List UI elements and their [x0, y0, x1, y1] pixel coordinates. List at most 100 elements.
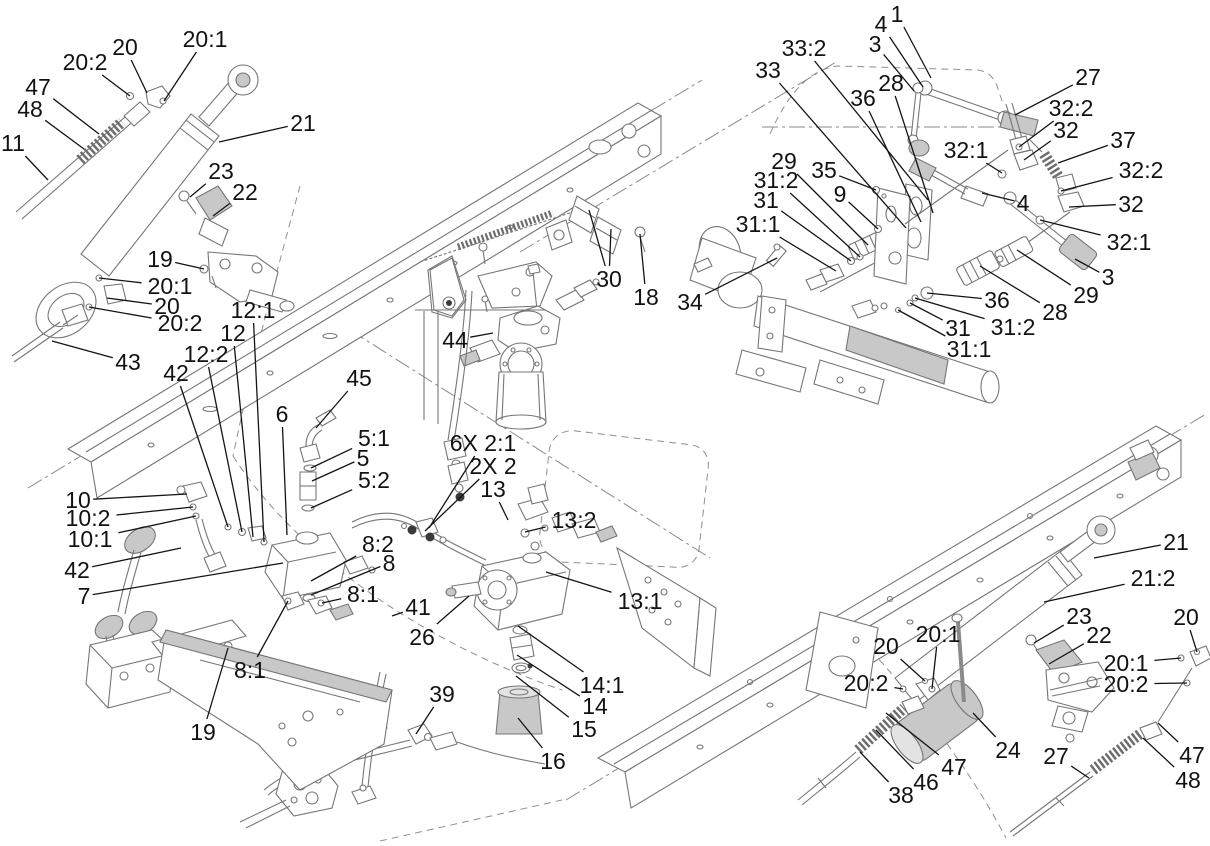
- callout-leader: [517, 625, 584, 673]
- callout-leader: [424, 478, 480, 532]
- callout-leader: [428, 455, 476, 529]
- callout-label: 32:2: [1049, 95, 1094, 121]
- callout-leader: [1018, 120, 1055, 148]
- callout-label: 21:2: [1131, 565, 1176, 591]
- callout-label: 43: [115, 349, 141, 375]
- pump-26-assembly: [445, 483, 618, 735]
- callout-label: 8:1: [347, 581, 379, 607]
- callout-leader: [889, 36, 924, 88]
- callout-label: 6: [276, 401, 289, 427]
- callout-label: 21: [290, 110, 316, 136]
- callout-label: 5: [357, 445, 370, 471]
- callout-leader: [206, 647, 229, 720]
- axle-tube-assembly: [689, 226, 1000, 405]
- callout-leader: [778, 82, 907, 229]
- callout-label: 37: [1110, 127, 1136, 153]
- callout-leader: [1154, 682, 1188, 685]
- callout-label: 13:2: [552, 507, 597, 533]
- callout-leader: [311, 461, 355, 482]
- callout-label: 31: [945, 315, 971, 341]
- callout-label: 5:2: [358, 467, 390, 493]
- callout-label: 10:1: [68, 526, 113, 552]
- callout-label: 20:2: [63, 49, 108, 75]
- callout-leader: [1060, 176, 1113, 192]
- callout-leader: [179, 385, 229, 528]
- callout-leader: [118, 515, 197, 534]
- callout-label: 12:2: [184, 341, 229, 367]
- callout-leader: [233, 345, 254, 538]
- callout-label: 31: [753, 187, 779, 213]
- callout-leader: [163, 51, 197, 102]
- callout-label: 15: [571, 716, 597, 742]
- callout-label: 47: [1179, 742, 1205, 768]
- callout-label: 22: [232, 179, 258, 205]
- callout-label: 18: [633, 284, 659, 310]
- callout-label: 3: [869, 31, 882, 57]
- callout-label: 9: [834, 181, 847, 207]
- callout-leader: [252, 322, 265, 543]
- callout-leader: [310, 555, 357, 582]
- callout-label: 45: [346, 365, 372, 391]
- callout-leader: [1057, 144, 1109, 164]
- callout-label: 16: [540, 748, 566, 774]
- callout-leader: [900, 658, 926, 682]
- callout-label: 7: [78, 583, 91, 609]
- callout-label: 13: [480, 476, 506, 502]
- callout-label: 47: [25, 74, 51, 100]
- callout-label: 20:1: [148, 273, 193, 299]
- callout-leader: [789, 192, 861, 258]
- callout-leader: [51, 340, 113, 359]
- callout-label: 44: [442, 327, 468, 353]
- callout-label: 35: [811, 157, 837, 183]
- callout-label: 12:1: [231, 297, 276, 323]
- callout-label: 46: [913, 769, 939, 795]
- oil-filter-assembly: [415, 242, 600, 430]
- callout-label: 32:1: [944, 137, 989, 163]
- callout-label: 36: [850, 85, 876, 111]
- callout-leader: [321, 598, 342, 604]
- callout-label: 34: [677, 289, 703, 315]
- callout-label: 12: [220, 320, 246, 346]
- callout-label: 21: [1163, 529, 1189, 555]
- callout-label: 33:2: [782, 35, 827, 61]
- callout-label: 20: [112, 34, 138, 60]
- callout-leader: [44, 119, 85, 150]
- callout-leader: [415, 706, 435, 735]
- callout-label: 31:1: [947, 336, 992, 362]
- callout-leader: [897, 309, 946, 337]
- callout-leader: [859, 751, 890, 783]
- callout-label: 27: [1043, 743, 1069, 769]
- callout-label: 20:2: [158, 310, 203, 336]
- callout-label: 19: [190, 719, 216, 745]
- plate-9: [871, 183, 933, 285]
- callout-leader: [985, 162, 1003, 174]
- callout-leader: [1068, 204, 1116, 208]
- callout-label: 8: [383, 550, 396, 576]
- callout-leader: [98, 277, 142, 284]
- callout-label: 29: [1073, 282, 1099, 308]
- callout-leader: [93, 493, 188, 500]
- callout-leader: [92, 562, 284, 596]
- frame-rail-upper-left: [66, 102, 663, 499]
- callout-leader: [1142, 737, 1175, 768]
- callout-leader: [926, 292, 982, 300]
- callout-label: 31:2: [991, 314, 1036, 340]
- callout-label: 38: [888, 782, 914, 808]
- callout-leader: [981, 192, 1015, 202]
- callout-label: 29: [771, 148, 797, 174]
- callout-leader: [1039, 219, 1101, 236]
- callout-label: 2X 2: [469, 453, 516, 479]
- callout-label: 26: [409, 624, 435, 650]
- callout-label: 31:1: [736, 211, 781, 237]
- callout-label: 32:2: [1119, 157, 1164, 183]
- callout-leader: [524, 526, 546, 533]
- callout-leader: [796, 173, 869, 246]
- callout-leader: [515, 675, 570, 718]
- callout-leader: [130, 59, 148, 94]
- callout-label: 11: [1, 130, 25, 156]
- callout-label: 48: [1175, 767, 1201, 793]
- callout-leader: [470, 332, 494, 338]
- callout-leader: [52, 98, 100, 135]
- callout-label: 20: [873, 633, 899, 659]
- callout-label: 42: [64, 557, 90, 583]
